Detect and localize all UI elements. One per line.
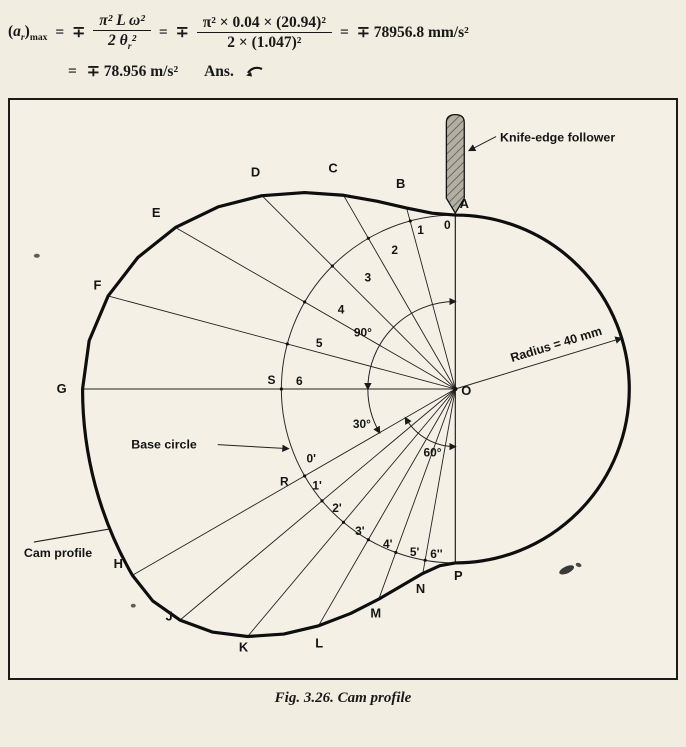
scan-artifacts (33, 253, 582, 608)
equation-lhs: (ar)max (8, 23, 47, 43)
scan-artifact (559, 565, 575, 575)
follower-arrow (468, 136, 497, 152)
point-label-N: N (416, 581, 425, 596)
base-division-labels: 0 1 2 3 4 5 6 S 0' R 1' 2' 3' 4' 5' 6'' (267, 218, 451, 561)
base-circle-arrow (217, 444, 290, 453)
rise-angle-arc (364, 297, 457, 391)
dwell-angle-arc (367, 388, 381, 434)
point-label-G: G (57, 381, 67, 396)
cam-profile-leader (33, 528, 109, 543)
cam-profile-path (80, 190, 631, 639)
return-angle-label: 60° (423, 446, 441, 460)
mp-sign-1: ∓ (72, 24, 86, 42)
cam-diagram: Radius = 40 mm 90° 30° 60° (24, 114, 631, 654)
frac2-numerator: π² × 0.04 × (20.94)² (196, 14, 332, 34)
point-label-A: A (460, 196, 469, 211)
radius-dimension-line (455, 336, 623, 390)
center-label-O: O (461, 383, 471, 398)
div-label-3: 3 (365, 271, 372, 285)
scan-artifact (575, 562, 582, 568)
point-label-R: R (280, 474, 289, 488)
point-label-F: F (94, 278, 102, 293)
point-label-K: K (239, 639, 249, 654)
div-label-1p: 1' (312, 478, 322, 492)
div-label-1: 1 (417, 223, 424, 237)
div-label-5p: 5' (410, 545, 420, 559)
point-label-D: D (251, 164, 260, 179)
div-label-3p: 3' (355, 524, 365, 538)
cam-center-point (453, 386, 458, 392)
result-mm: ∓ 78956.8 mm/s² (356, 24, 469, 42)
mp-sign-2: ∓ (175, 24, 189, 42)
follower-label: Knife-edge follower (500, 130, 615, 144)
knife-edge-follower (445, 114, 465, 215)
div-label-2p: 2' (332, 501, 342, 515)
lhs-paren-close: ) (24, 22, 30, 40)
cam-profile-label: Cam profile (24, 546, 92, 560)
fraction-symbolic: π² L ω² 2 θr² (93, 12, 151, 53)
point-label-H: H (114, 556, 123, 571)
radius-label: Radius = 40 mm (509, 324, 604, 365)
equation-line-2: = ∓ 78.956 m/s² Ans. (68, 62, 682, 81)
equation-block: (ar)max = ∓ π² L ω² 2 θr² = ∓ π² × 0.04 … (0, 0, 686, 92)
point-label-E: E (152, 205, 161, 220)
point-label-L: L (315, 635, 323, 650)
point-label-P: P (454, 568, 463, 583)
figure-caption: Fig. 3.26. Cam profile (274, 690, 412, 706)
point-label-M: M (370, 606, 381, 621)
lhs-sub-max: max (29, 31, 48, 43)
scan-artifact (33, 253, 40, 258)
point-label-B: B (396, 176, 405, 191)
point-label-J: J (165, 609, 172, 624)
equals-sign-3: = (340, 23, 349, 41)
radial-lines (82, 194, 456, 637)
equation-line-1: (ar)max = ∓ π² L ω² 2 θr² = ∓ π² × 0.04 … (8, 12, 682, 53)
angle-arcs (364, 297, 457, 451)
point-label-S: S (267, 373, 275, 387)
base-circle-points (279, 213, 457, 565)
answer-label: Ans. (204, 62, 234, 80)
rise-angle-label: 90° (354, 325, 372, 339)
div-label-0p: 0' (306, 452, 316, 466)
lhs-paren-open: ( (8, 22, 14, 40)
equals-sign-1: = (55, 23, 65, 41)
equals-sign-4: = (68, 62, 77, 80)
equals-sign-2: = (158, 23, 168, 41)
div-label-2: 2 (391, 243, 398, 257)
dwell-angle-label: 30° (353, 417, 371, 431)
div-label-6pp: 6'' (430, 547, 442, 561)
div-label-6: 6 (296, 374, 303, 388)
div-label-0: 0 (444, 218, 451, 232)
figure-frame: Radius = 40 mm 90° 30° 60° (8, 98, 678, 680)
lhs-sub-r: r (20, 31, 25, 43)
lhs-var-a: a (13, 22, 21, 40)
point-label-C: C (328, 160, 337, 175)
ans-flourish-icon (244, 66, 264, 78)
frac1-denominator: 2 θr² (108, 32, 137, 53)
return-angle-arc (404, 416, 457, 451)
frac2-denominator: 2 × (1.047)² (227, 34, 302, 52)
result-m: ∓ 78.956 m/s² (86, 63, 179, 81)
fraction-numeric: π² × 0.04 × (20.94)² 2 × (1.047)² (196, 14, 332, 52)
scan-artifact (130, 603, 136, 608)
div-label-4: 4 (338, 302, 345, 316)
base-circle-label: Base circle (131, 438, 197, 452)
frac1-numerator: π² L ω² (93, 12, 151, 32)
profile-point-labels: A B C D E F G H J K L M N P O (57, 160, 472, 654)
div-label-4p: 4' (383, 537, 393, 551)
div-label-5: 5 (316, 336, 323, 350)
